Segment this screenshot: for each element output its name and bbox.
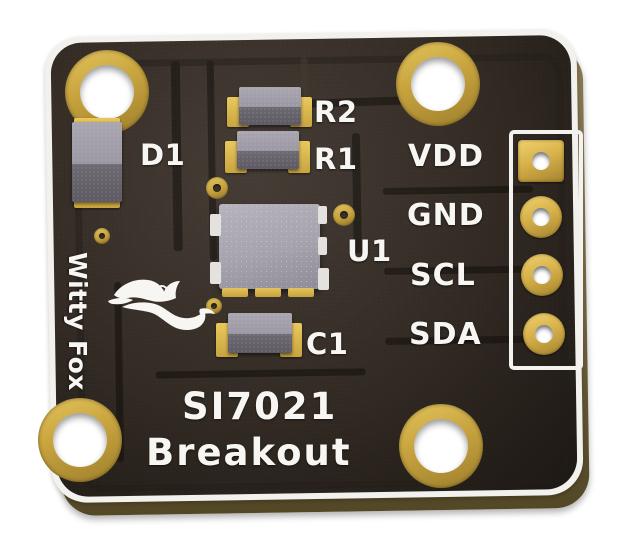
chip-pad [318,268,329,290]
chip-pad [210,214,221,236]
component-d1 [72,118,124,208]
ref-label-u1: U1 [347,234,392,268]
header-silkscreen-outline [509,130,583,370]
mounting-hole-bottom-right [399,404,483,488]
header-pad-scl[interactable] [521,254,563,296]
pin-label-gnd: GND [407,198,485,233]
pin-label-sda: SDA [409,317,482,352]
witty-fox-logo-icon [108,279,215,330]
via [333,204,355,226]
chip-pad [288,288,314,297]
body [72,122,122,202]
mounting-hole-top-right [396,42,480,126]
ref-label-d1: D1 [140,138,186,172]
via [206,177,228,199]
body [237,131,299,169]
board-title-line2: Breakout [146,431,352,474]
header-pad-vdd[interactable] [518,140,564,182]
component-c1 [216,313,302,357]
chip-pad [210,262,221,284]
component-r1 [225,131,310,173]
ref-label-r1: R1 [314,142,358,176]
brand-label: Witty Fox [63,252,92,391]
via [94,228,110,244]
body [239,87,301,125]
mounting-hole-bottom-left [38,398,122,482]
header-pad-sda[interactable] [523,313,565,355]
body [228,313,292,353]
ref-label-c1: C1 [306,327,349,361]
chip-pad [255,288,281,297]
pin-label-scl: SCL [410,258,476,293]
header-pad-gnd[interactable] [520,196,562,238]
chip-pad [318,237,327,255]
component-r2 [227,87,312,129]
chip-pad [318,206,327,224]
pin-label-vdd: VDD [408,139,485,174]
ref-label-r2: R2 [314,95,358,129]
board-title-line1: SI7021 [182,385,338,428]
component-u1-package [219,204,320,289]
chip-pad [222,288,248,297]
